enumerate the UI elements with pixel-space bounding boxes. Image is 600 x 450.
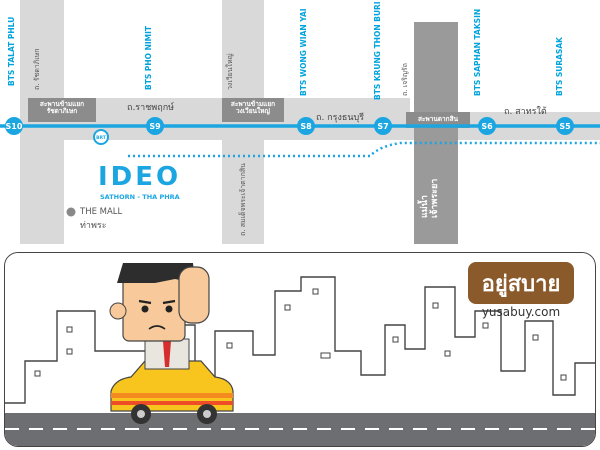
bridge-label-wongwian: สะพานข้ามแยกวงเวียนใหญ่ [230,100,276,115]
station-name-talat-phlu: BTS TALAT PHLU [7,16,16,86]
road-label-charoenrat: ถ. เจริญรัถ [401,63,409,96]
road-label-wongwianyai: วงเวียนใหญ่ [226,53,234,90]
svg-text:S10: S10 [6,122,23,131]
svg-text:S5: S5 [559,122,571,131]
cartoon-man [109,263,210,370]
bridge-label-taksin: สะพานตากสิน [417,115,459,123]
station-s5[interactable]: S5 [556,117,574,135]
project-subtitle: SATHORN - THA PHRA [100,193,180,201]
road-label-sathorntai: ถ. สาทรใต้ [504,107,547,117]
mall-marker [66,207,76,217]
ad-illustration [5,263,595,446]
bridge-wongwian [222,98,284,122]
svg-text:S7: S7 [377,122,388,131]
bridge-label-ratchada: สะพานข้ามแยกรัชดาภิเษก [39,100,85,115]
river [414,22,458,244]
station-s8[interactable]: S8 [297,117,315,135]
road-label-ratchaphruek: ถ.ราชพฤกษ์ [127,103,175,113]
station-name-pho-nimit: BTS PHO NIMIT [144,25,153,90]
station-s6[interactable]: S6 [478,117,496,135]
car [110,360,234,424]
road-label-somdet: ถ. สมเด็จพระเจ้าตากสิน [239,163,247,236]
river-label: แม่น้ำเจ้าพระยา [420,178,440,218]
station-name-krung-thon-buri: BTS KRUNG THON BURI [373,1,382,100]
road-label-ratchadaphisek: ถ. รัชดาภิเษก [33,48,41,90]
station-name-wong-wian-yai: BTS WONG WIAN YAI [299,8,308,96]
mall-name: THE MALL [80,207,123,217]
bridge-taksin [406,112,470,128]
svg-text:S6: S6 [481,122,493,131]
svg-text:S9: S9 [149,122,161,131]
brt-route [128,141,600,158]
station-s10[interactable]: S10 [5,117,23,135]
brand-logo: อยู่สบาย [468,262,574,304]
svg-text:S8: S8 [300,122,312,131]
website-link[interactable]: yusabuy.com [481,305,561,319]
svg-text:BRT: BRT [96,135,107,141]
station-name-saphan-taksin: BTS SAPHAN TAKSIN [473,8,482,96]
location-map: S10 S9 S8 S7 S6 S5 BRT [0,0,600,244]
project-logo: IDEO [98,162,182,192]
station-s9[interactable]: S9 [146,117,164,135]
bridge-ratchada [28,98,96,122]
station-s7[interactable]: S7 [374,117,392,135]
brt-stop[interactable]: BRT [93,129,109,145]
mall-subtitle: ท่าพระ [80,221,107,231]
road-label-krungthonburi: ถ. กรุงธนบุรี [316,113,365,123]
station-name-surasak: BTS SURASAK [555,37,564,96]
